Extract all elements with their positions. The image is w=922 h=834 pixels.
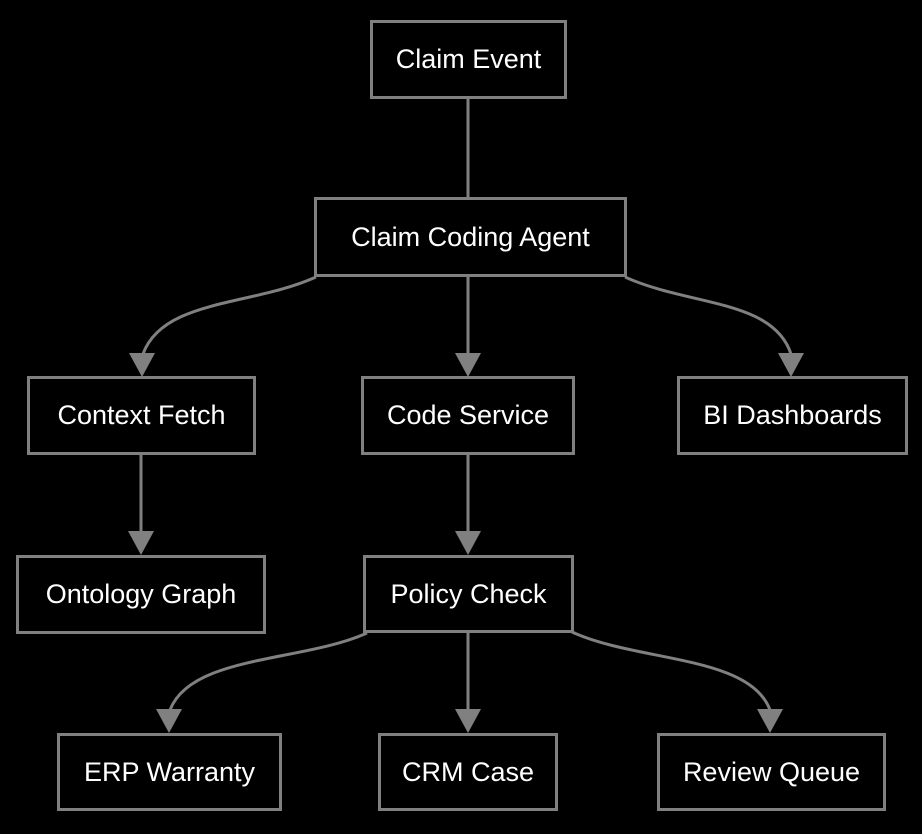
edge-policy-check-to-crm-case (455, 633, 481, 733)
node-review-queue: Review Queue (657, 733, 886, 811)
node-context-fetch-label: Context Fetch (57, 400, 226, 430)
node-claim-event-label: Claim Event (395, 44, 542, 74)
node-erp-warranty: ERP Warranty (57, 733, 282, 811)
node-policy-check-label: Policy Check (390, 578, 547, 609)
node-claim-coding-agent: Claim Coding Agent (314, 197, 627, 277)
edge-policy-check-to-review-queue (571, 630, 783, 733)
edge-claim-coding-agent-to-code-service (455, 277, 481, 377)
node-claim-coding-agent-label: Claim Coding Agent (351, 221, 590, 252)
node-claim-event: Claim Event (370, 20, 567, 99)
node-ontology-graph: Ontology Graph (16, 555, 266, 634)
node-crm-case-label: CRM Case (401, 756, 535, 787)
node-erp-warranty-label: ERP Warranty (83, 756, 256, 787)
node-crm-case: CRM Case (378, 733, 558, 811)
edge-claim-coding-agent-to-context-fetch (129, 275, 317, 377)
edge-context-fetch-to-ontology-graph (128, 455, 154, 555)
edge-claim-coding-agent-to-bi-dashboards (624, 275, 804, 377)
node-code-service: Code Service (361, 376, 575, 455)
node-review-queue-label: Review Queue (682, 756, 861, 787)
node-policy-check: Policy Check (363, 555, 574, 633)
node-bi-dashboards: BI Dashboards (677, 376, 908, 455)
edge-policy-check-to-erp-warranty (156, 631, 368, 733)
node-bi-dashboards-label: BI Dashboards (703, 400, 882, 430)
node-ontology-graph-label: Ontology Graph (45, 579, 237, 609)
node-code-service-label: Code Service (386, 400, 550, 430)
edge-code-service-to-policy-check (455, 455, 481, 555)
node-context-fetch: Context Fetch (27, 376, 256, 455)
